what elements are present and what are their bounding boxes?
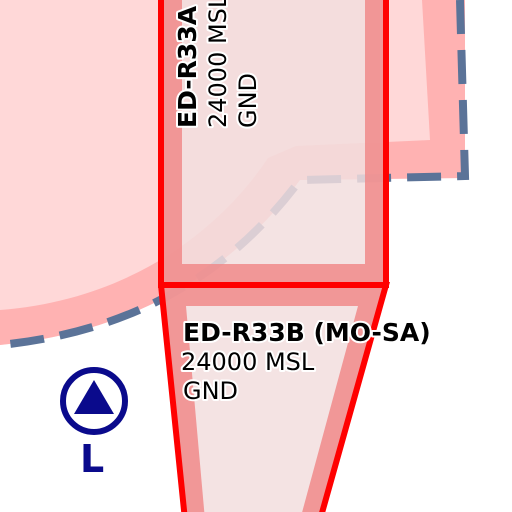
- restricted-area-r33a[interactable]: [158, 0, 389, 288]
- r33a-lower-limit-label: GND: [234, 73, 262, 128]
- navaid-letter-label: L: [80, 437, 104, 481]
- r33a-upper-limit-label: 24000 MSL: [204, 0, 232, 128]
- r33a-name-label: ED-R33A: [173, 5, 202, 128]
- restricted-area-r33b[interactable]: [158, 282, 390, 512]
- triangle-icon: [74, 380, 114, 414]
- r33b-lower-limit-label: GND: [183, 377, 238, 405]
- navaid-symbol[interactable]: L: [60, 367, 128, 481]
- restricted-area-r33b-band: [161, 285, 386, 512]
- r33b-name-label: ED-R33B (MO-SA): [183, 318, 431, 347]
- restricted-area-r33a-fill: [161, 0, 386, 285]
- restricted-area-r33b-border: [158, 282, 390, 512]
- r33b-upper-limit-label: 24000 MSL: [181, 348, 315, 376]
